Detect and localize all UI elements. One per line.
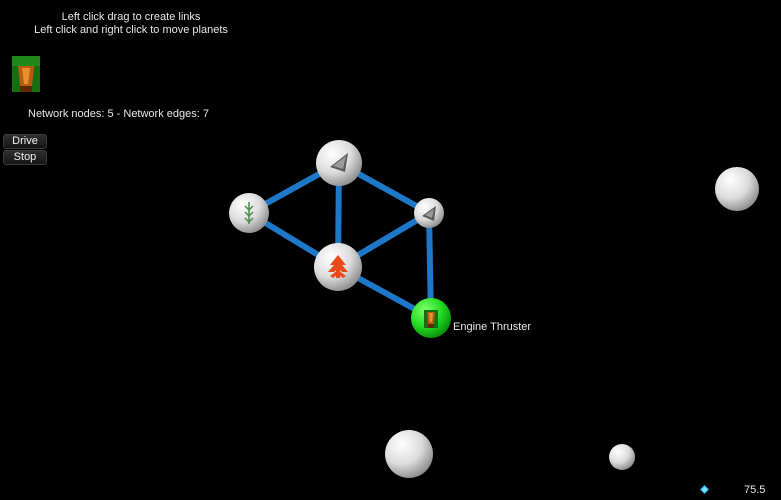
free-planet[interactable] (385, 430, 433, 478)
antenna-icon (244, 202, 254, 224)
planet-left[interactable] (229, 193, 269, 233)
planet-center[interactable] (314, 243, 362, 291)
free-planet[interactable] (609, 444, 635, 470)
hull-arrow-icon (330, 153, 348, 172)
network-links (246, 160, 434, 321)
drive-controls: Drive Stop (3, 134, 49, 166)
drive-button[interactable]: Drive (3, 134, 47, 149)
planet-top-center[interactable] (316, 140, 362, 186)
resource-value: 75.5 (744, 484, 766, 496)
weapon-emblem-icon (328, 255, 348, 278)
free-planet[interactable] (715, 167, 759, 211)
stop-button[interactable]: Stop (3, 150, 47, 165)
engine-thruster-icon (424, 310, 438, 328)
selected-planet-label: Engine Thruster (453, 321, 532, 333)
hull-arrow-icon (422, 206, 436, 221)
instruction-move-planets: Left click and right click to move plane… (34, 24, 228, 36)
planet-right[interactable] (414, 198, 444, 228)
planet-engine[interactable] (411, 298, 451, 338)
network-stats: Network nodes: 5 - Network edges: 7 (28, 108, 209, 120)
engine-thruster-icon[interactable] (12, 56, 40, 92)
diamond-icon (700, 485, 709, 494)
instruction-create-links: Left click drag to create links (61, 11, 201, 23)
